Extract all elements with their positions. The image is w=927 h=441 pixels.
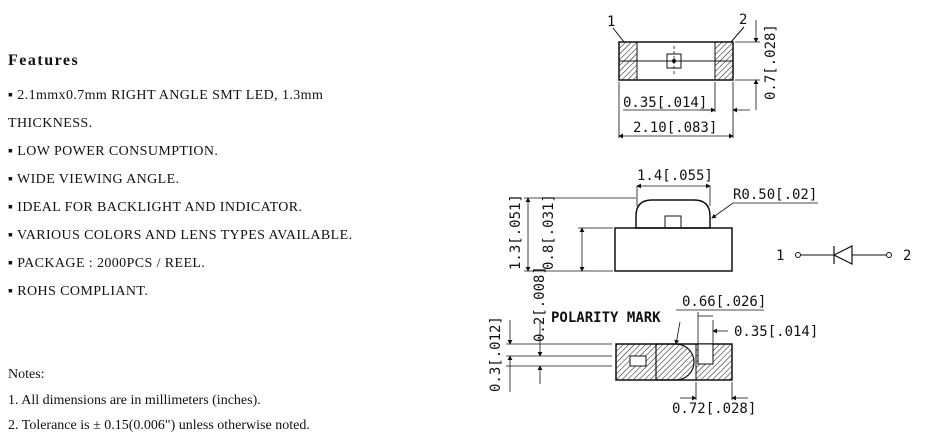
dim-height-b: 0.2[.008] [532, 266, 548, 342]
feature-item: ▪ LOW POWER CONSUMPTION. [8, 144, 219, 159]
feature-item: ▪ 2.1mmx0.7mm RIGHT ANGLE SMT LED, 1.3mm [8, 88, 324, 103]
feature-item: ▪ ROHS COMPLIANT. [8, 284, 149, 299]
feature-item: ▪ IDEAL FOR BACKLIGHT AND INDICATOR. [8, 200, 303, 215]
features-title: Features [8, 52, 80, 69]
package-body [614, 227, 733, 272]
lens-dome [635, 199, 711, 229]
symbol-pin1: 1 [776, 248, 784, 264]
side-view: 1.4[.055] R0.50[.02] 1.3[.051] 0.8[.031] [508, 168, 818, 272]
dim-pad-width: 0.72[.028] [672, 401, 756, 417]
note-item: 2. Tolerance is ± 0.15(0.006") unless ot… [8, 418, 310, 433]
dim-height: 0.7[.028] [763, 24, 779, 100]
dim-lens-width: 1.4[.055] [637, 168, 713, 184]
polarity-label: POLARITY MARK [551, 310, 661, 326]
feature-item: THICKNESS. [8, 116, 93, 131]
dim-body-height: 0.8[.031] [541, 194, 557, 270]
dim-pad-pitch: 0.66[.026] [682, 294, 766, 310]
dim-radius: R0.50[.02] [733, 187, 817, 203]
dim-height-a: 0.3[.012] [488, 316, 504, 392]
top-view: 1 2 0.7[.028] 0.35[.014] 2.10[.083] [607, 12, 779, 139]
note-item: 1. All dimensions are in millimeters (in… [8, 393, 261, 408]
polarity-mark [655, 343, 695, 381]
symbol-pin2: 2 [903, 248, 911, 264]
bottom-view: POLARITY MARK 0.66[.026] 0.35[.014] 0.72… [488, 266, 818, 417]
feature-item: ▪ WIDE VIEWING ANGLE. [8, 172, 180, 187]
feature-item: ▪ VARIOUS COLORS AND LENS TYPES AVAILABL… [8, 228, 353, 243]
notes-title: Notes: [8, 367, 45, 382]
diode-symbol: 1 2 [776, 245, 911, 265]
dim-pad: 0.35[.014] [623, 95, 707, 111]
pin1-label: 1 [607, 14, 615, 30]
dim-total-height: 1.3[.051] [508, 194, 524, 270]
dim-pad-gap: 0.35[.014] [734, 324, 818, 340]
pin2-label: 2 [739, 12, 747, 28]
dim-width: 2.10[.083] [633, 120, 717, 136]
feature-item: ▪ PACKAGE : 2000PCS / REEL. [8, 256, 206, 271]
